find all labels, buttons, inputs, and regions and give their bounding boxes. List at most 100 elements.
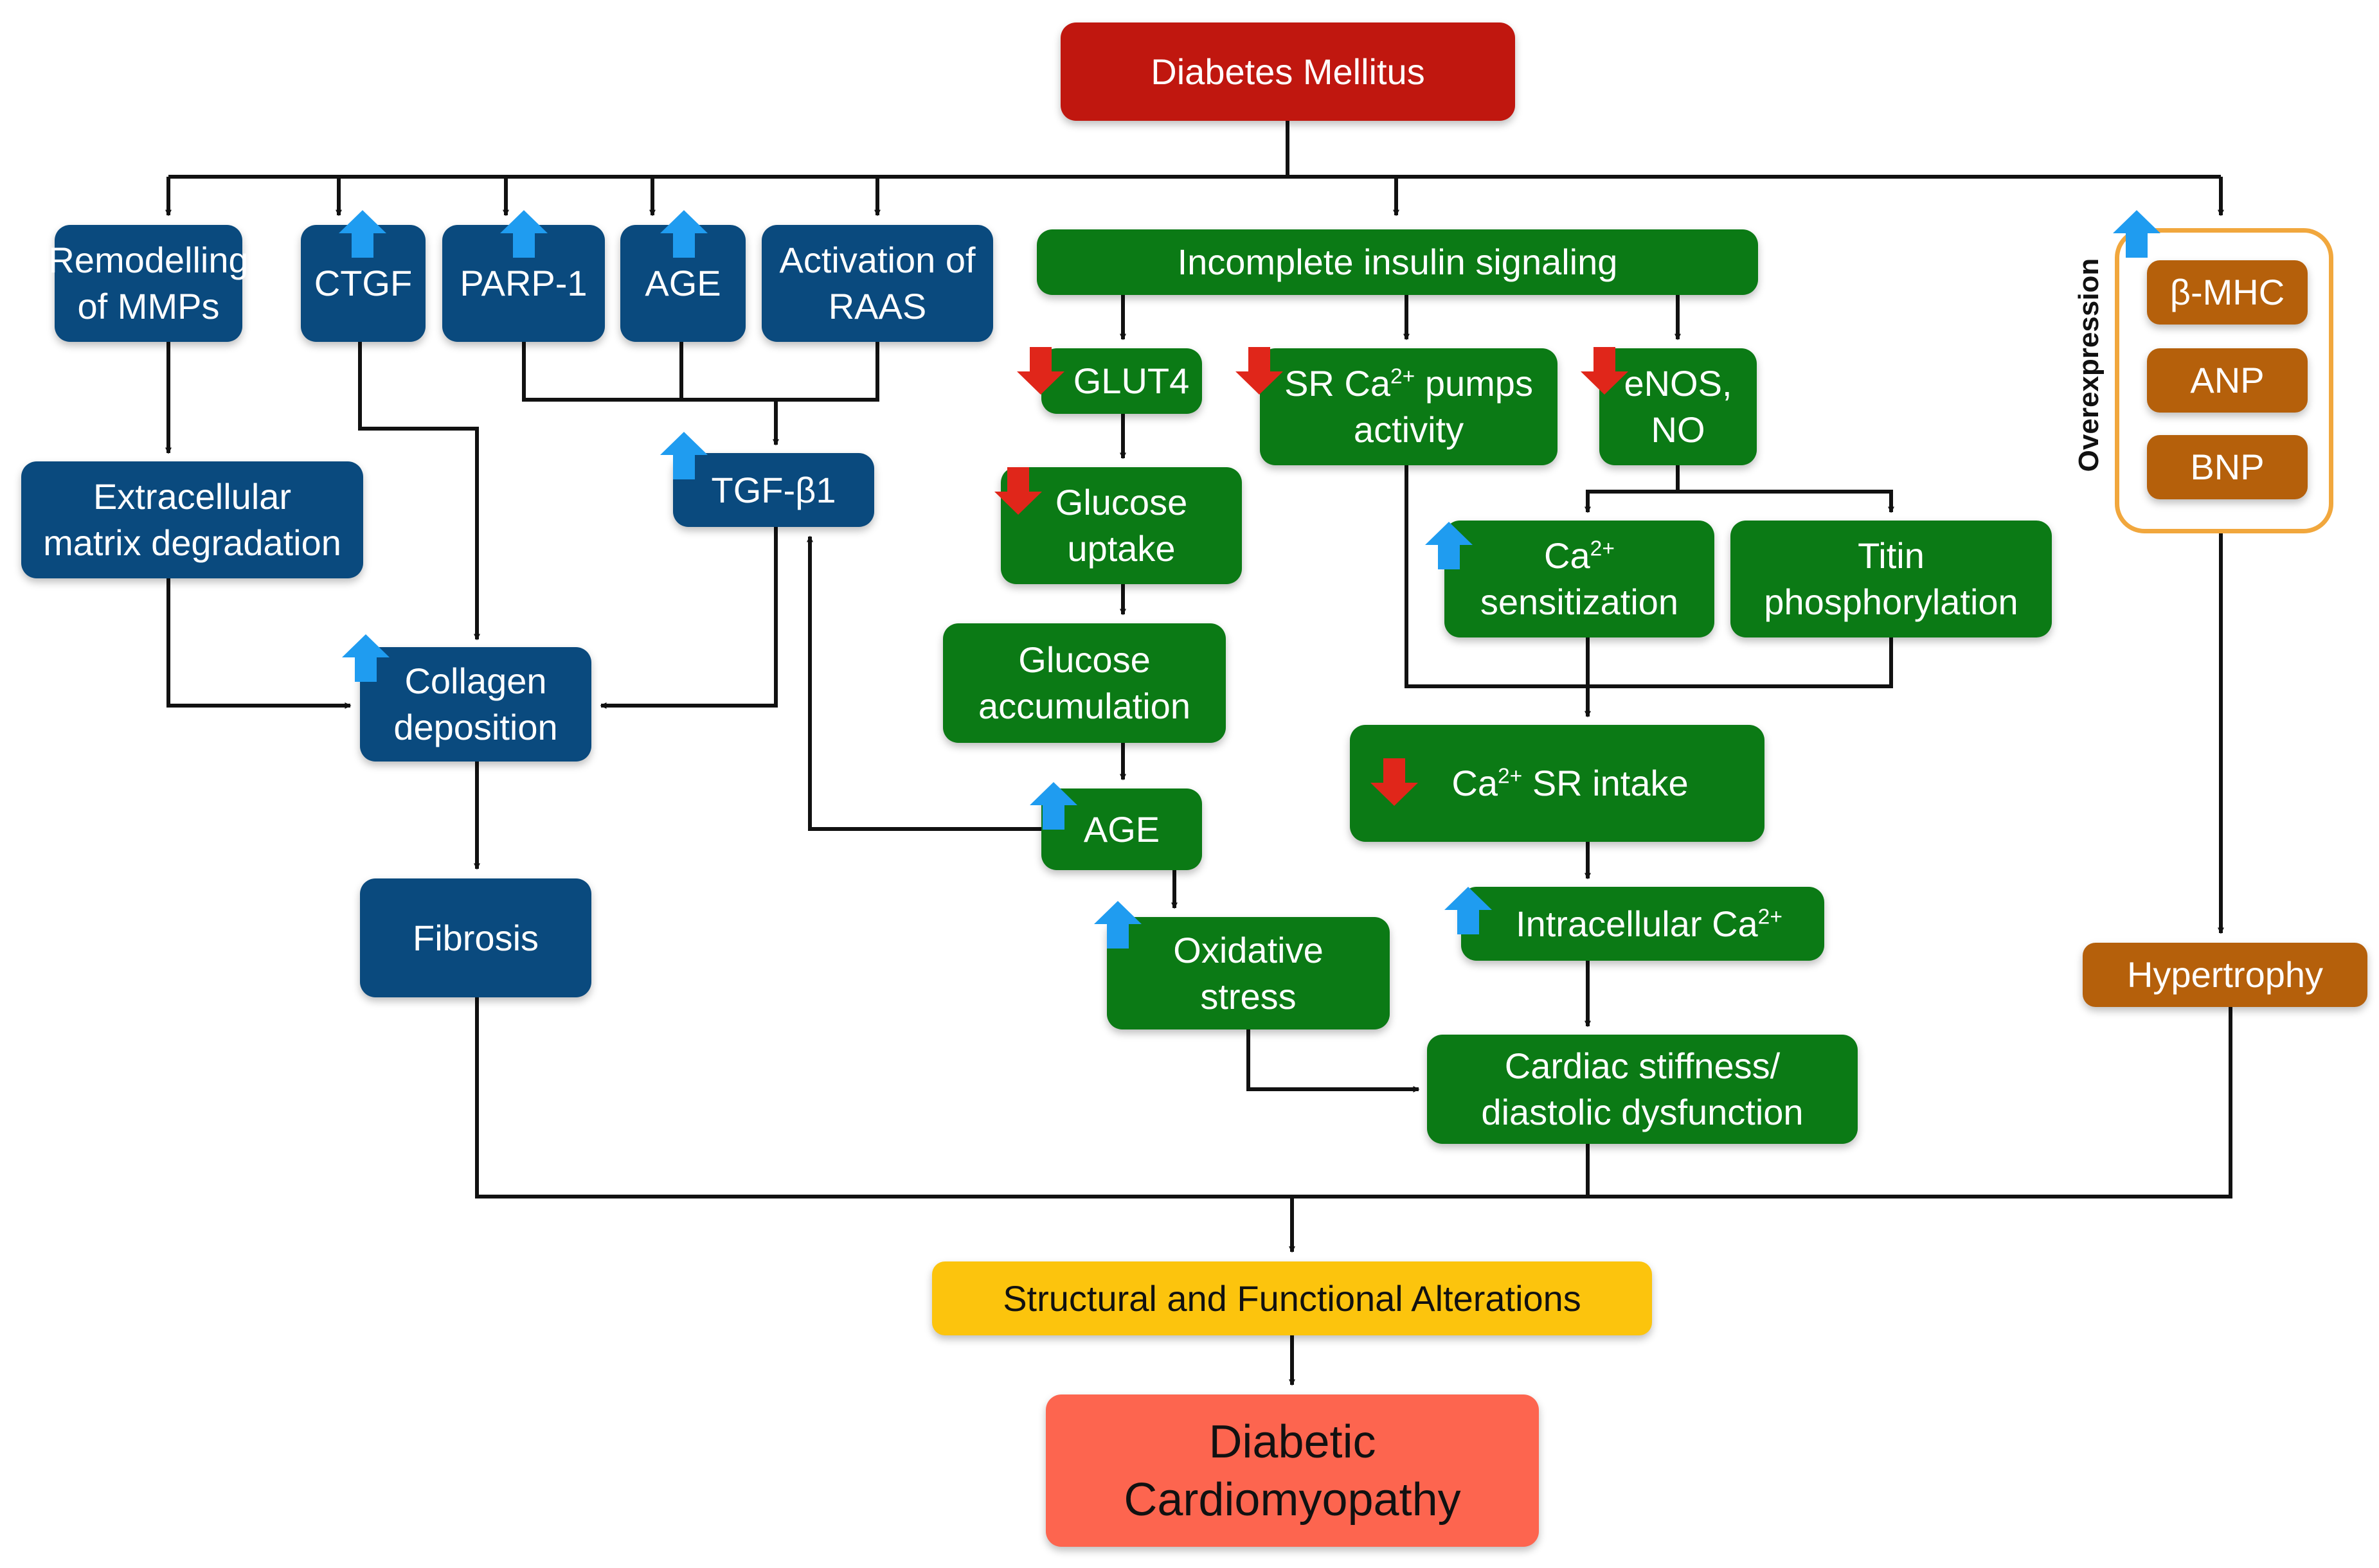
decrease-arrow-icon [1579,346,1629,396]
intracellular-ca-label: Intracellular Ca2+ [1503,901,1782,947]
increase-arrow-icon [337,209,388,259]
sr-pumps-line1-sup: 2+ [1390,364,1415,389]
increase-arrow-icon [1028,781,1079,831]
structural-functional-label: Structural and Functional Alterations [1003,1278,1581,1319]
ca-sr-intake-node: Ca2+ SR intake [1350,725,1764,842]
enos-line2: NO [1651,409,1705,450]
sr-pumps-node: SR Ca2+ pumps activity [1260,348,1558,465]
increase-arrow-icon [659,209,709,259]
decrease-arrow-icon [1234,346,1284,396]
connector-arrow [522,342,879,402]
age-mid-node: AGE [1041,788,1202,870]
decrease-arrow-icon [1016,346,1066,396]
connector-arrow [1405,465,1893,688]
ecm-degradation-line1: Extracellular [93,476,292,517]
increase-arrow-icon [1424,521,1474,571]
increase-arrow-icon [1093,900,1143,950]
diabetic-cardiomyopathy-node: Diabetic Cardiomyopathy [1046,1394,1539,1547]
connector-arrow [807,535,1041,831]
hypertrophy-label: Hypertrophy [2126,954,2324,995]
ca-sensitization-line1: Ca2+ [1480,533,1678,579]
intracellular-ca-sup: 2+ [1757,905,1782,929]
ca-sr-intake-prefix: Ca [1451,763,1498,804]
sr-pumps-line2: activity [1353,409,1464,450]
anp-label: ANP [2190,360,2265,401]
cardiac-stiffness-node: Cardiac stiffness/ diastolic dysfunction [1427,1035,1858,1144]
collagen-deposition-line1: Collagen [404,661,547,702]
connector-arrow [1246,1029,1420,1092]
ecm-degradation-node: Extracellular matrix degradation [21,461,363,578]
age-top-label: AGE [645,263,721,304]
connector-arrow [166,578,352,709]
increase-arrow-icon [1443,886,1493,936]
glucose-uptake-line2: uptake [1067,528,1176,569]
diabetic-cardiomyopathy-line2: Cardiomyopathy [1124,1474,1461,1526]
diabetic-cardiomyopathy-line1: Diabetic [1208,1416,1376,1468]
remodelling-mmps-node: Remodelling of MMPs [48,225,249,342]
age-top-node: AGE [620,225,746,342]
overexpression-label: Overexpression [2073,258,2105,472]
sr-pumps-line1-prefix: SR Ca [1284,363,1390,404]
titin-line2: phosphorylation [1764,582,2018,622]
glut4-node: GLUT4 [1041,348,1202,414]
glut4-label: GLUT4 [1073,361,1190,402]
glucose-uptake-node: Glucose uptake [1001,467,1242,584]
connector-arrow [358,342,480,641]
cardiac-stiffness-line2: diastolic dysfunction [1481,1092,1804,1132]
enos-line1: eNOS, [1624,363,1732,404]
ca-sensitization-line1-sup: 2+ [1590,537,1615,561]
insulin-signaling-label: Incomplete insulin signaling [1177,242,1618,283]
glucose-accumulation-line1: Glucose [1018,639,1151,681]
raas-node: Activation of RAAS [762,225,993,342]
oxidative-stress-line1: Oxidative [1173,929,1324,970]
glucose-accumulation-node: Glucose accumulation [943,623,1226,743]
raas-line1: Activation of [779,240,976,281]
increase-arrow-icon [499,209,549,259]
insulin-signaling-node: Incomplete insulin signaling [1037,229,1758,295]
increase-arrow-icon [2112,209,2162,259]
glucose-accumulation-line2: accumulation [978,686,1190,726]
ctgf-label: CTGF [314,263,413,304]
ca-sr-intake-suffix: SR intake [1522,763,1689,804]
sr-pumps-line1: SR Ca2+ pumps [1284,361,1533,407]
collagen-deposition-line2: deposition [393,707,558,747]
structural-functional-node: Structural and Functional Alterations [932,1261,1652,1335]
bnp-label: BNP [2190,447,2265,488]
diabetes-mellitus-node: Diabetes Mellitus [1061,22,1515,121]
increase-arrow-icon [341,633,391,683]
connector-arrow [1588,490,1894,513]
connector-arrow [475,997,2232,1198]
cardiac-stiffness-line1: Cardiac stiffness/ [1504,1046,1781,1087]
age-mid-label: AGE [1083,808,1160,850]
ca-sensitization-line2: sensitization [1480,582,1679,622]
intracellular-ca-node: Intracellular Ca2+ [1461,887,1824,961]
bnp-node: BNP [2147,435,2308,499]
fibrosis-label: Fibrosis [412,917,539,958]
anp-node: ANP [2147,348,2308,413]
intracellular-ca-prefix: Intracellular Ca [1516,903,1758,944]
sr-pumps-line1-suffix: pumps [1415,363,1533,404]
b-mhc-node: β-MHC [2147,260,2308,325]
decrease-arrow-icon [993,466,1043,516]
ca-sr-intake-sup: 2+ [1497,764,1523,788]
fibrosis-node: Fibrosis [360,878,591,997]
oxidative-stress-line2: stress [1200,976,1297,1017]
collagen-deposition-node: Collagen deposition [360,647,591,762]
glucose-uptake-line1: Glucose [1055,482,1188,523]
parp1-label: PARP-1 [460,263,588,304]
remodelling-mmps-line1: Remodelling [48,240,249,281]
decrease-arrow-icon [1369,757,1419,807]
diabetes-mellitus-label: Diabetes Mellitus [1151,51,1425,92]
tgf-b1-label: TGF-β1 [711,469,836,510]
ca-sr-intake-label: Ca2+ SR intake [1426,760,1688,806]
b-mhc-label: β-MHC [2169,272,2285,313]
titin-node: Titin phosphorylation [1730,521,2052,637]
parp1-node: PARP-1 [442,225,605,342]
oxidative-stress-node: Oxidative stress [1107,917,1390,1029]
ca-sensitization-line1-prefix: Ca [1544,535,1590,576]
tgf-b1-node: TGF-β1 [673,453,874,527]
hypertrophy-node: Hypertrophy [2083,943,2367,1007]
ca-sensitization-node: Ca2+ sensitization [1444,521,1714,637]
